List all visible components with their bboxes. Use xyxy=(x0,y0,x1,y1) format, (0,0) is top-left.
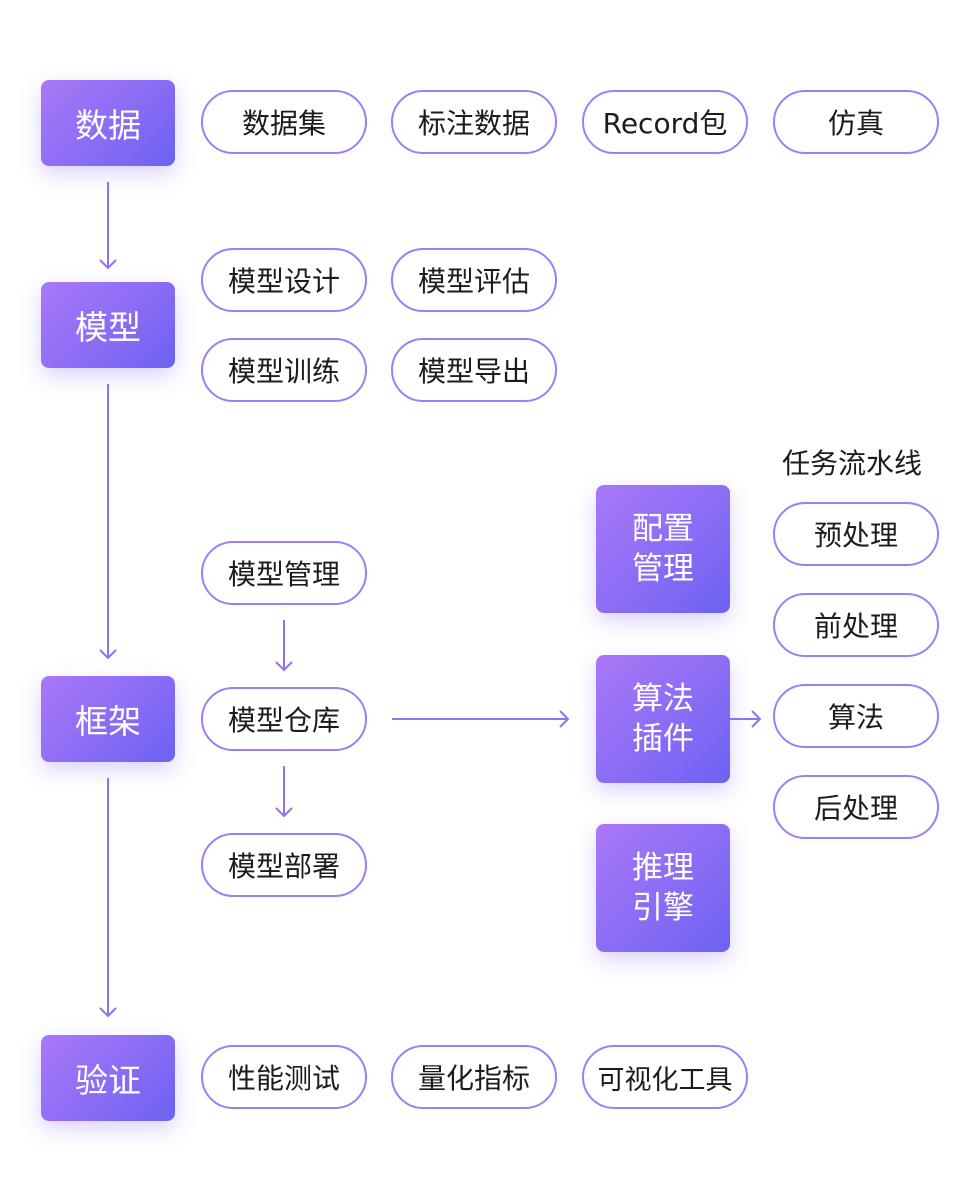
model-item-design: 模型设计 xyxy=(201,248,367,312)
pipeline-step-postprocess: 后处理 xyxy=(773,775,939,839)
stage-validation: 验证 xyxy=(41,1035,175,1121)
stage-data: 数据 xyxy=(41,80,175,166)
data-item-dataset: 数据集 xyxy=(201,90,367,154)
module-algorithm-plugin-line1: 算法 xyxy=(632,681,694,717)
module-algorithm-plugin: 算法 插件 xyxy=(596,655,730,783)
stage-model: 模型 xyxy=(41,282,175,368)
module-inference-engine: 推理 引擎 xyxy=(596,824,730,952)
validation-item-visualization-tools-label: 可视化工具 xyxy=(597,1064,733,1096)
pipeline-step-preprocess-label: 预处理 xyxy=(813,519,898,552)
validation-item-visualization-tools: 可视化工具 xyxy=(582,1045,748,1109)
stage-validation-label: 验证 xyxy=(75,1061,141,1100)
model-item-training: 模型训练 xyxy=(201,338,367,402)
data-item-record-package-label: Record包 xyxy=(602,107,728,140)
pipeline-step-algorithm: 算法 xyxy=(773,684,939,748)
model-item-evaluation-label: 模型评估 xyxy=(417,265,530,298)
framework-item-model-deployment: 模型部署 xyxy=(201,833,367,897)
model-item-evaluation: 模型评估 xyxy=(391,248,557,312)
data-item-record-package: Record包 xyxy=(582,90,748,154)
stage-framework: 框架 xyxy=(41,676,175,762)
data-item-dataset-label: 数据集 xyxy=(241,107,326,140)
framework-item-model-repository: 模型仓库 xyxy=(201,687,367,751)
module-inference-engine-line2: 引擎 xyxy=(632,890,694,926)
model-item-export: 模型导出 xyxy=(391,338,557,402)
pipeline-step-preprocess-front-label: 前处理 xyxy=(813,610,898,643)
data-item-simulation-label: 仿真 xyxy=(827,107,884,140)
data-item-annotated-data: 标注数据 xyxy=(391,90,557,154)
module-inference-engine-line1: 推理 xyxy=(632,850,694,886)
model-item-design-label: 模型设计 xyxy=(227,265,340,298)
stage-framework-label: 框架 xyxy=(75,702,141,741)
pipeline-step-postprocess-label: 后处理 xyxy=(813,792,898,825)
stage-model-label: 模型 xyxy=(75,308,141,347)
data-item-annotated-data-label: 标注数据 xyxy=(417,107,530,140)
validation-item-quantitative-metrics: 量化指标 xyxy=(391,1045,557,1109)
pipeline-step-algorithm-label: 算法 xyxy=(827,701,884,734)
framework-item-model-management-label: 模型管理 xyxy=(227,558,340,591)
validation-item-performance-test-label: 性能测试 xyxy=(227,1062,340,1095)
validation-item-quantitative-metrics-label: 量化指标 xyxy=(417,1062,530,1095)
pipeline-step-preprocess-front: 前处理 xyxy=(773,593,939,657)
model-item-training-label: 模型训练 xyxy=(227,355,340,388)
model-item-export-label: 模型导出 xyxy=(417,355,530,388)
framework-item-model-repository-label: 模型仓库 xyxy=(227,704,340,737)
module-config-management: 配置 管理 xyxy=(596,485,730,613)
module-config-management-line2: 管理 xyxy=(632,551,694,587)
validation-item-performance-test: 性能测试 xyxy=(201,1045,367,1109)
module-algorithm-plugin-line2: 插件 xyxy=(632,721,694,757)
framework-item-model-deployment-label: 模型部署 xyxy=(227,850,340,883)
pipeline-step-preprocess: 预处理 xyxy=(773,502,939,566)
framework-item-model-management: 模型管理 xyxy=(201,541,367,605)
module-config-management-line1: 配置 xyxy=(632,511,694,547)
stage-data-label: 数据 xyxy=(75,106,141,145)
data-item-simulation: 仿真 xyxy=(773,90,939,154)
pipeline-title: 任务流水线 xyxy=(782,447,923,480)
